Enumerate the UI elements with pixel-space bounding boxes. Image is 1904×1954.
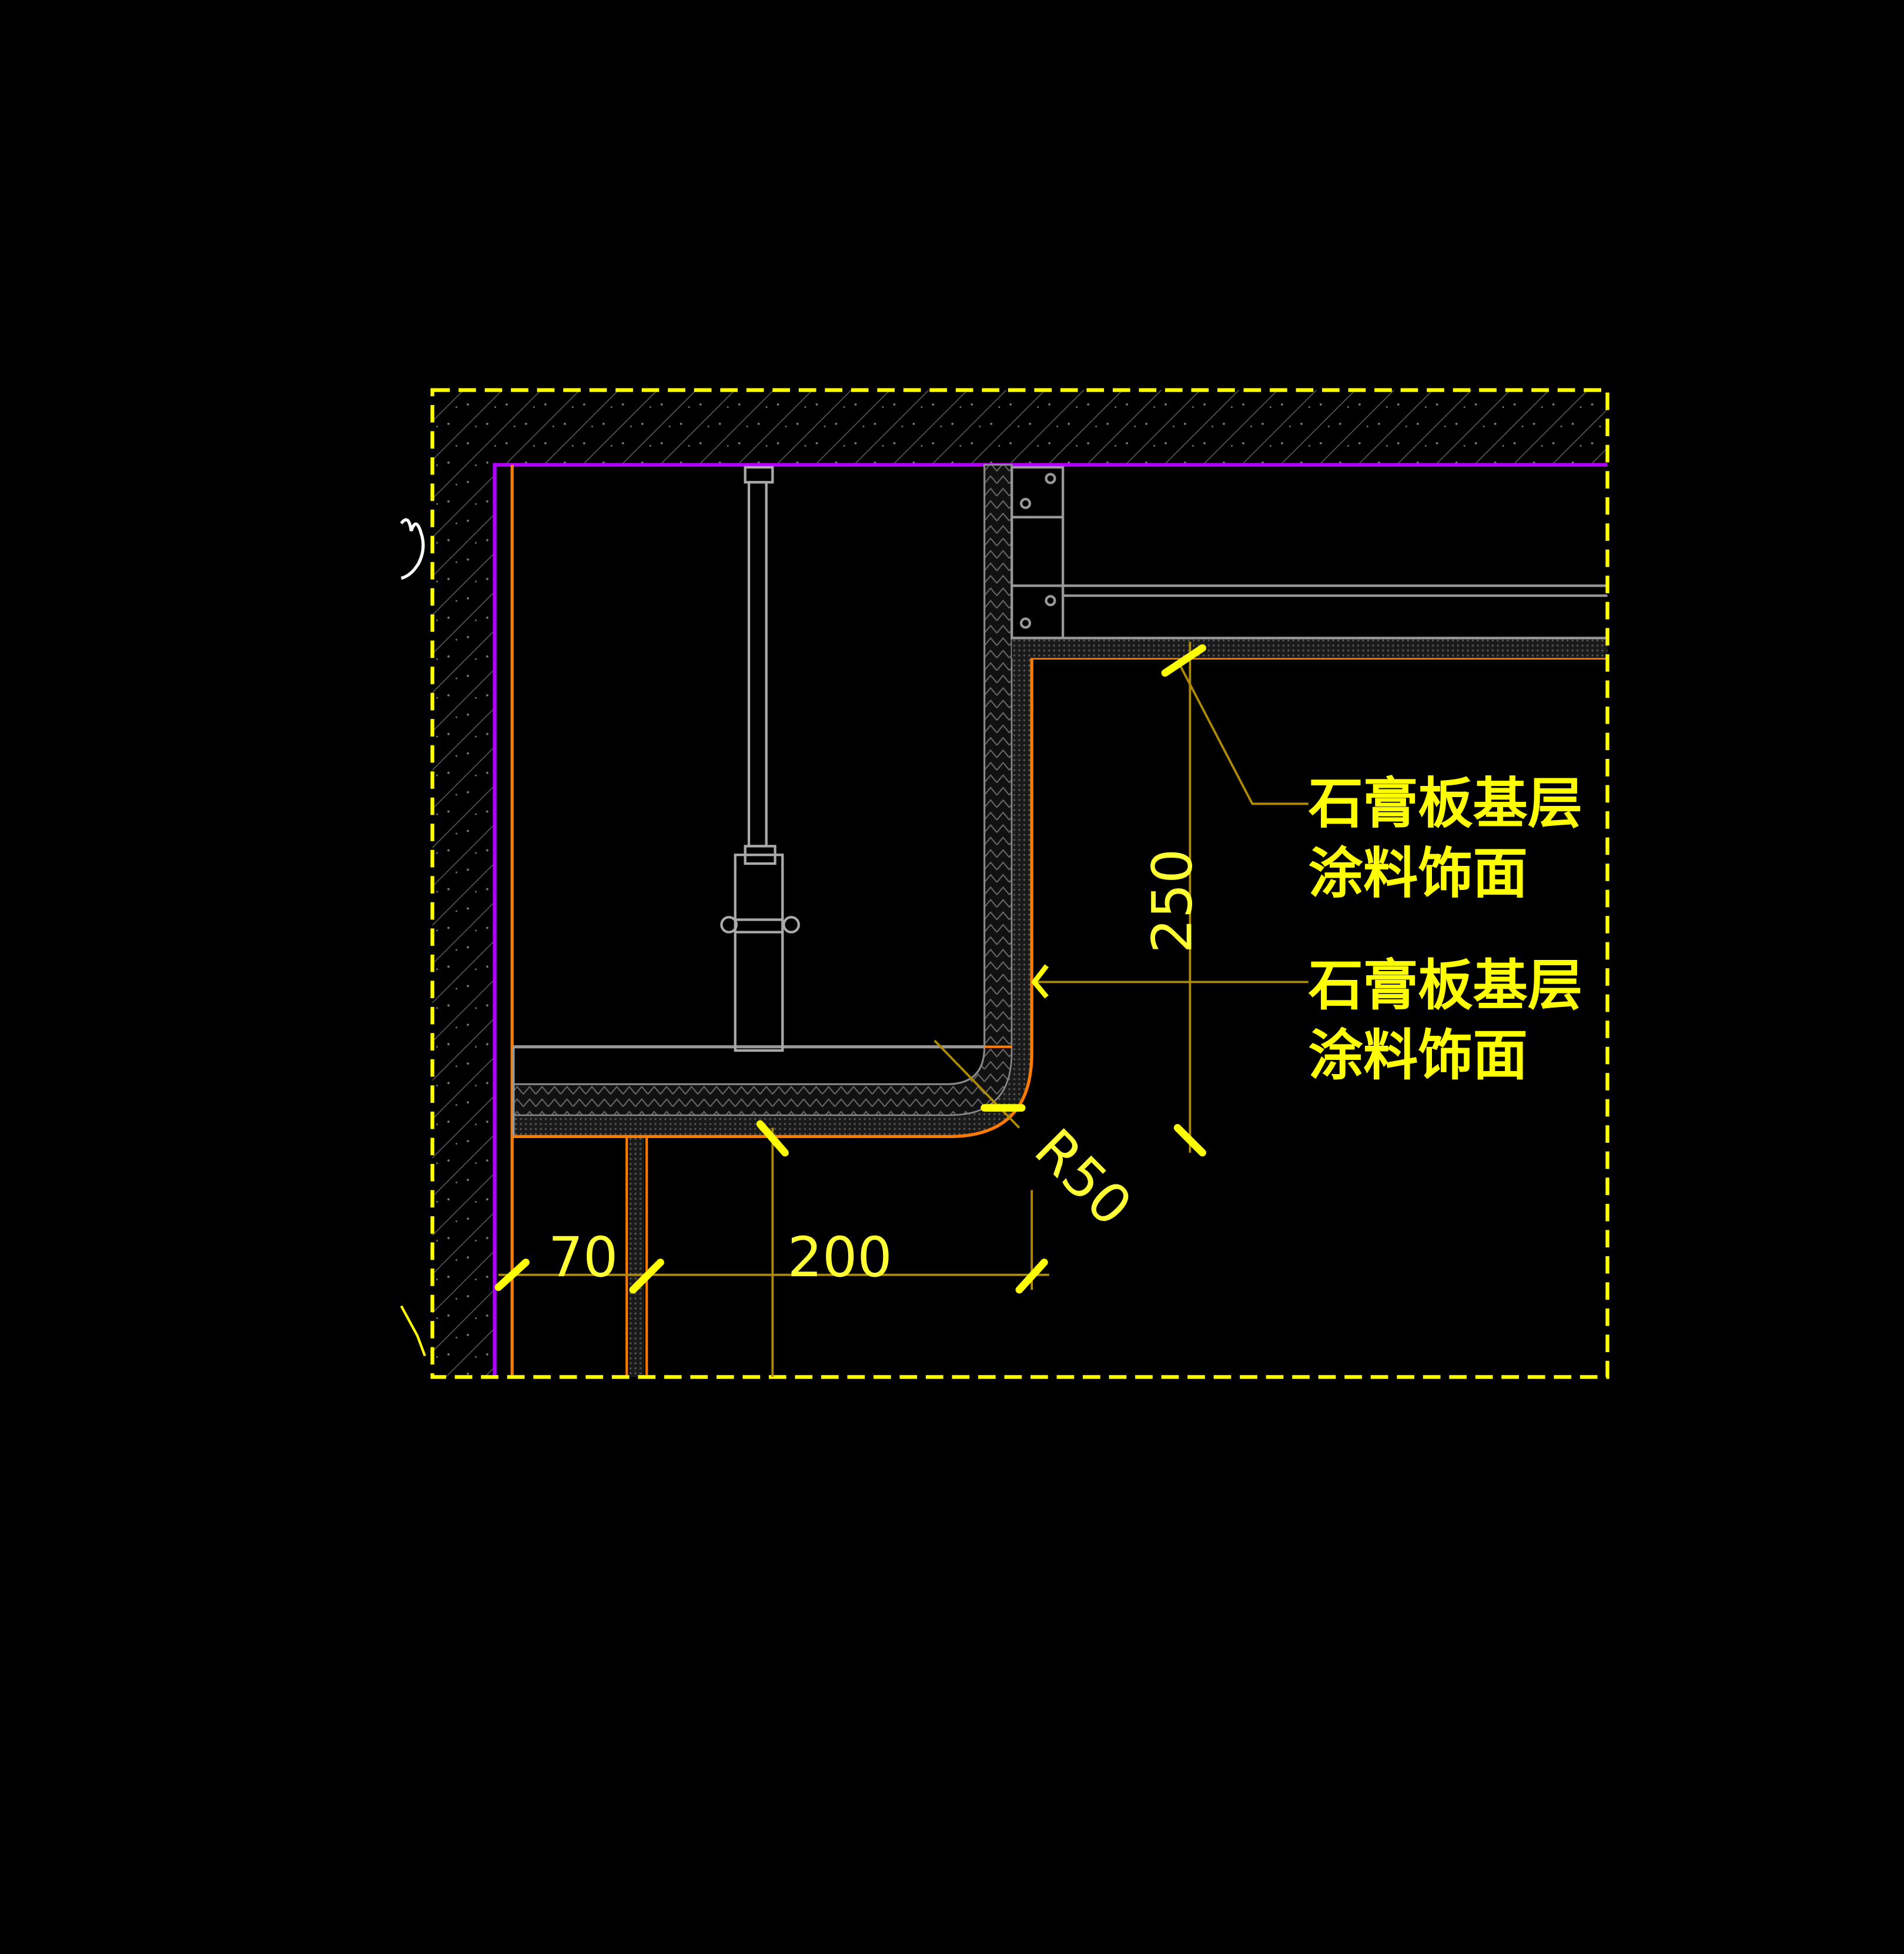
annotation-1-line1: 石膏板基层 (1309, 771, 1582, 835)
dim-left-offset: 70 (548, 1225, 618, 1289)
arrow-icon (1030, 964, 1049, 999)
dim-width: 200 (788, 1225, 892, 1289)
detail-frame (430, 388, 1609, 1379)
break-mark (400, 518, 425, 580)
dim-radius: R50 (1023, 1116, 1145, 1238)
dimension-lines (498, 641, 1309, 1377)
dimension-ticks (494, 644, 1206, 1294)
wall-lines (493, 463, 1608, 1377)
hanger-rod (720, 466, 800, 1052)
dim-height: 250 (1140, 849, 1204, 953)
annotation-2-line2: 涂料饰面 (1309, 1023, 1528, 1087)
annotation-2-line1: 石膏板基层 (1309, 953, 1582, 1018)
break-mark (400, 1305, 426, 1357)
annotation-1-line2: 涂料饰面 (1309, 841, 1528, 905)
steel-keel (1010, 466, 1608, 640)
concrete-slab-hatch (432, 390, 1608, 1377)
